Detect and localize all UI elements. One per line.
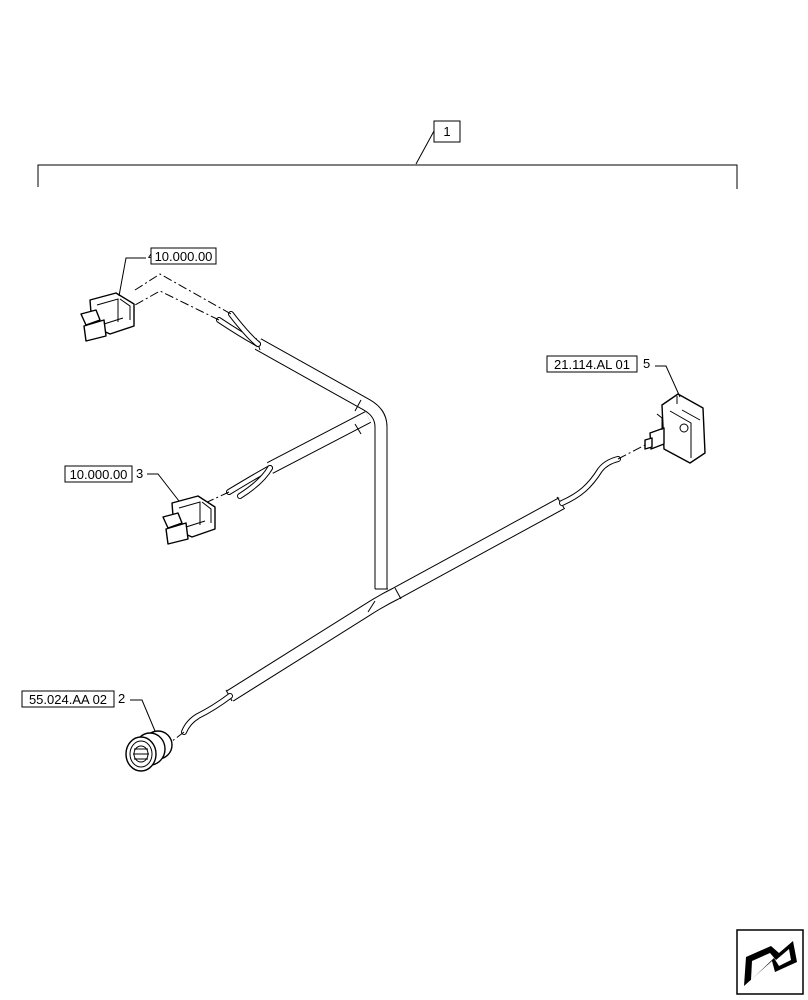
callout-3-item-number: 3 xyxy=(136,466,143,481)
callout-2: 55.024.AA 02 2 xyxy=(21,690,156,732)
harness-trunk xyxy=(225,337,566,702)
connector-4 xyxy=(80,292,135,342)
callout-5-reference: 21.114.AL 01 xyxy=(554,357,630,372)
callout-4-reference: 10.000.00 xyxy=(155,249,213,264)
assembly-item-number: 1 xyxy=(443,124,450,139)
callout-5-item-number: 5 xyxy=(643,356,650,371)
harness-wires xyxy=(181,311,621,735)
callout-5: 21.114.AL 01 5 xyxy=(546,355,681,398)
callout-2-item-number: 2 xyxy=(118,691,125,706)
connector-3 xyxy=(162,495,216,545)
callout-3-reference: 10.000.00 xyxy=(70,467,128,482)
assembly-bracket: 1 xyxy=(37,120,738,189)
connector-5 xyxy=(644,393,706,464)
next-page-arrow-icon[interactable] xyxy=(736,929,804,995)
callout-2-reference: 55.024.AA 02 xyxy=(29,692,107,707)
connector-2 xyxy=(125,730,173,772)
callout-4: 4 10.000.00 xyxy=(118,247,217,297)
callout-3: 10.000.00 3 xyxy=(64,465,180,502)
